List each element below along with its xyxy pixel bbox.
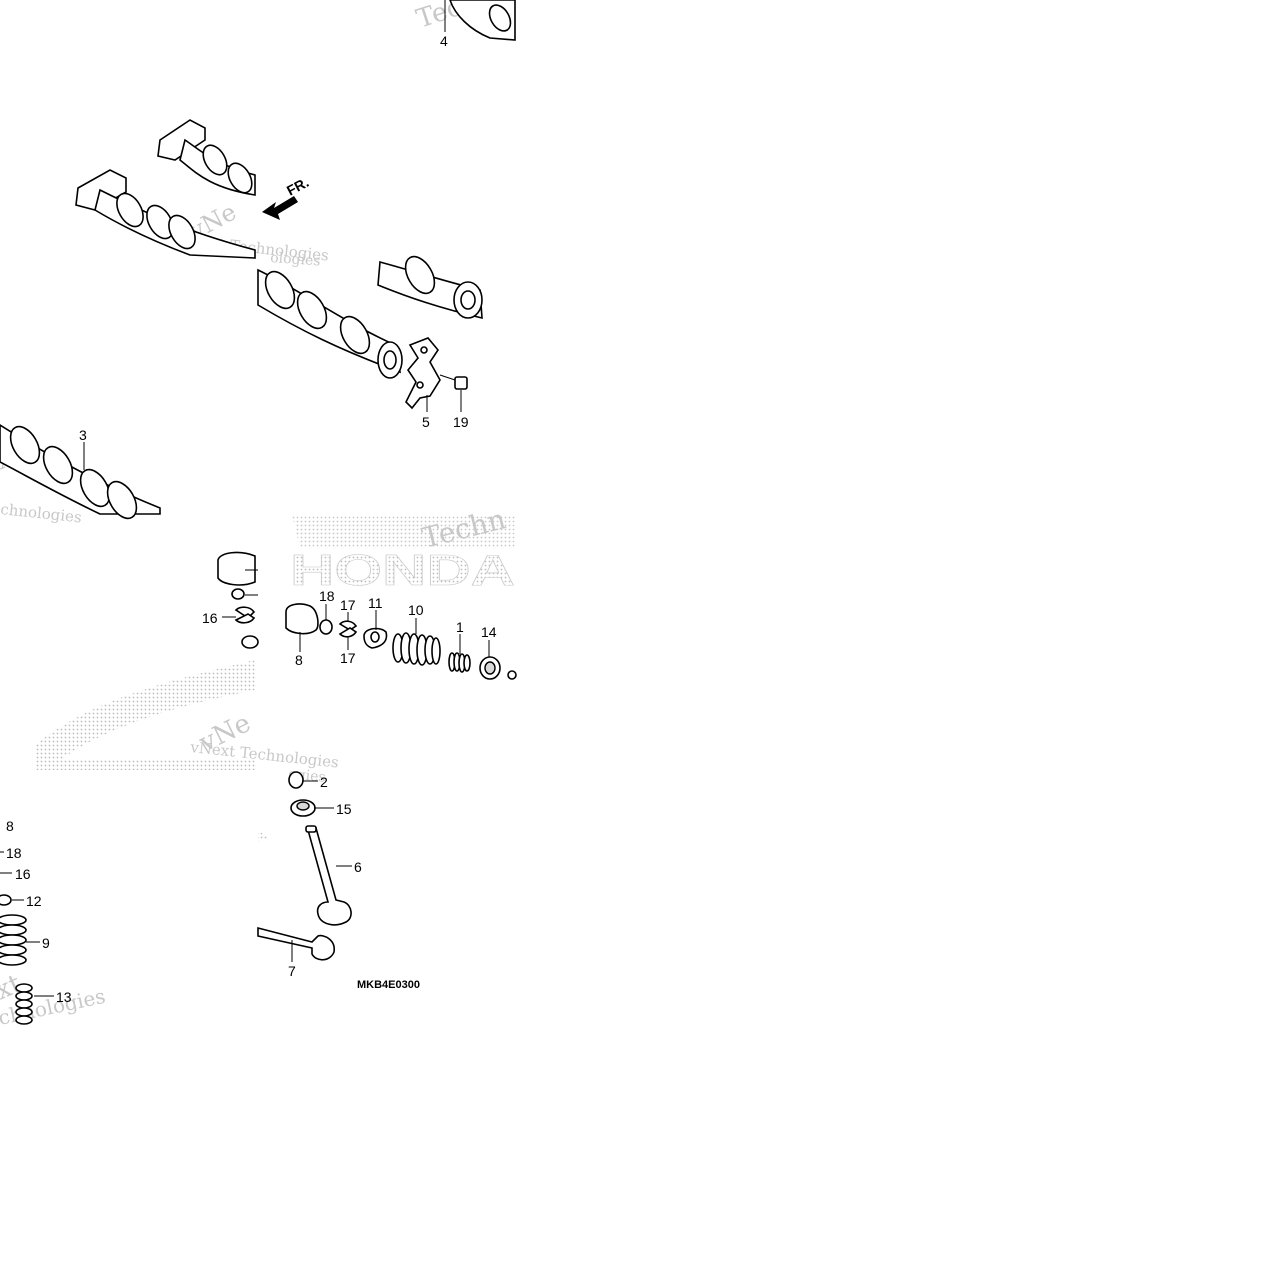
valve-spring-inner bbox=[448, 652, 471, 673]
watermark-text: ologies bbox=[270, 250, 321, 269]
callout-16: 16 bbox=[202, 610, 218, 626]
callout-18: 18 bbox=[6, 845, 22, 861]
valve-train-parts bbox=[0, 551, 517, 1025]
lower-spring-stack bbox=[0, 894, 33, 1025]
callout-2: 2 bbox=[320, 774, 328, 790]
camshaft-left-assembly bbox=[0, 424, 161, 520]
callout-3: 3 bbox=[79, 427, 87, 443]
callout-4: 4 bbox=[440, 33, 448, 49]
camshaft-upper-assembly bbox=[75, 0, 516, 259]
camshaft-lower-assembly bbox=[257, 255, 483, 379]
exhaust-valve bbox=[257, 926, 335, 961]
callout-5: 5 bbox=[422, 414, 430, 430]
callout-1: 1 bbox=[456, 619, 464, 635]
callout-18: 18 bbox=[319, 588, 335, 604]
callout-7: 7 bbox=[288, 963, 296, 979]
callout-16: 16 bbox=[15, 866, 31, 882]
cam-chain-tensioner-plate bbox=[405, 337, 441, 410]
wing-logo-watermark bbox=[35, 515, 515, 842]
valve-spring-outer bbox=[392, 632, 441, 666]
callout-19: 19 bbox=[453, 414, 469, 430]
callout-11: 10 bbox=[408, 602, 424, 618]
watermark-text: chnologies bbox=[0, 500, 83, 526]
front-arrow: FR. bbox=[262, 174, 311, 220]
callout-8: 8 bbox=[295, 652, 303, 668]
callout-8: 8 bbox=[6, 818, 14, 834]
callout-6: 6 bbox=[354, 859, 362, 875]
front-arrow-label: FR. bbox=[284, 174, 311, 199]
callout-17: 17 bbox=[340, 650, 356, 666]
callout-leaders bbox=[0, 0, 490, 997]
diagram-code: MKB4E0300 bbox=[357, 979, 420, 991]
callout-10: 13 bbox=[56, 989, 72, 1005]
callout-17: 17 bbox=[340, 597, 356, 613]
callout-12: 11 bbox=[368, 595, 383, 611]
callout-13: 12 bbox=[26, 893, 42, 909]
callout-15: 15 bbox=[336, 801, 352, 817]
bolt-part bbox=[439, 374, 468, 390]
callout-9: 9 bbox=[42, 935, 50, 951]
watermark-layer: HONDA Techno vNe vNext Technologies olog… bbox=[0, 0, 515, 1030]
honda-brand-watermark: HONDA bbox=[290, 546, 515, 595]
callout-14: 14 bbox=[481, 624, 497, 640]
callout-labels: 4 3 5 19 18 17 11 10 1 14 16 8 17 2 15 6… bbox=[6, 33, 497, 1005]
intake-valve bbox=[305, 825, 352, 926]
